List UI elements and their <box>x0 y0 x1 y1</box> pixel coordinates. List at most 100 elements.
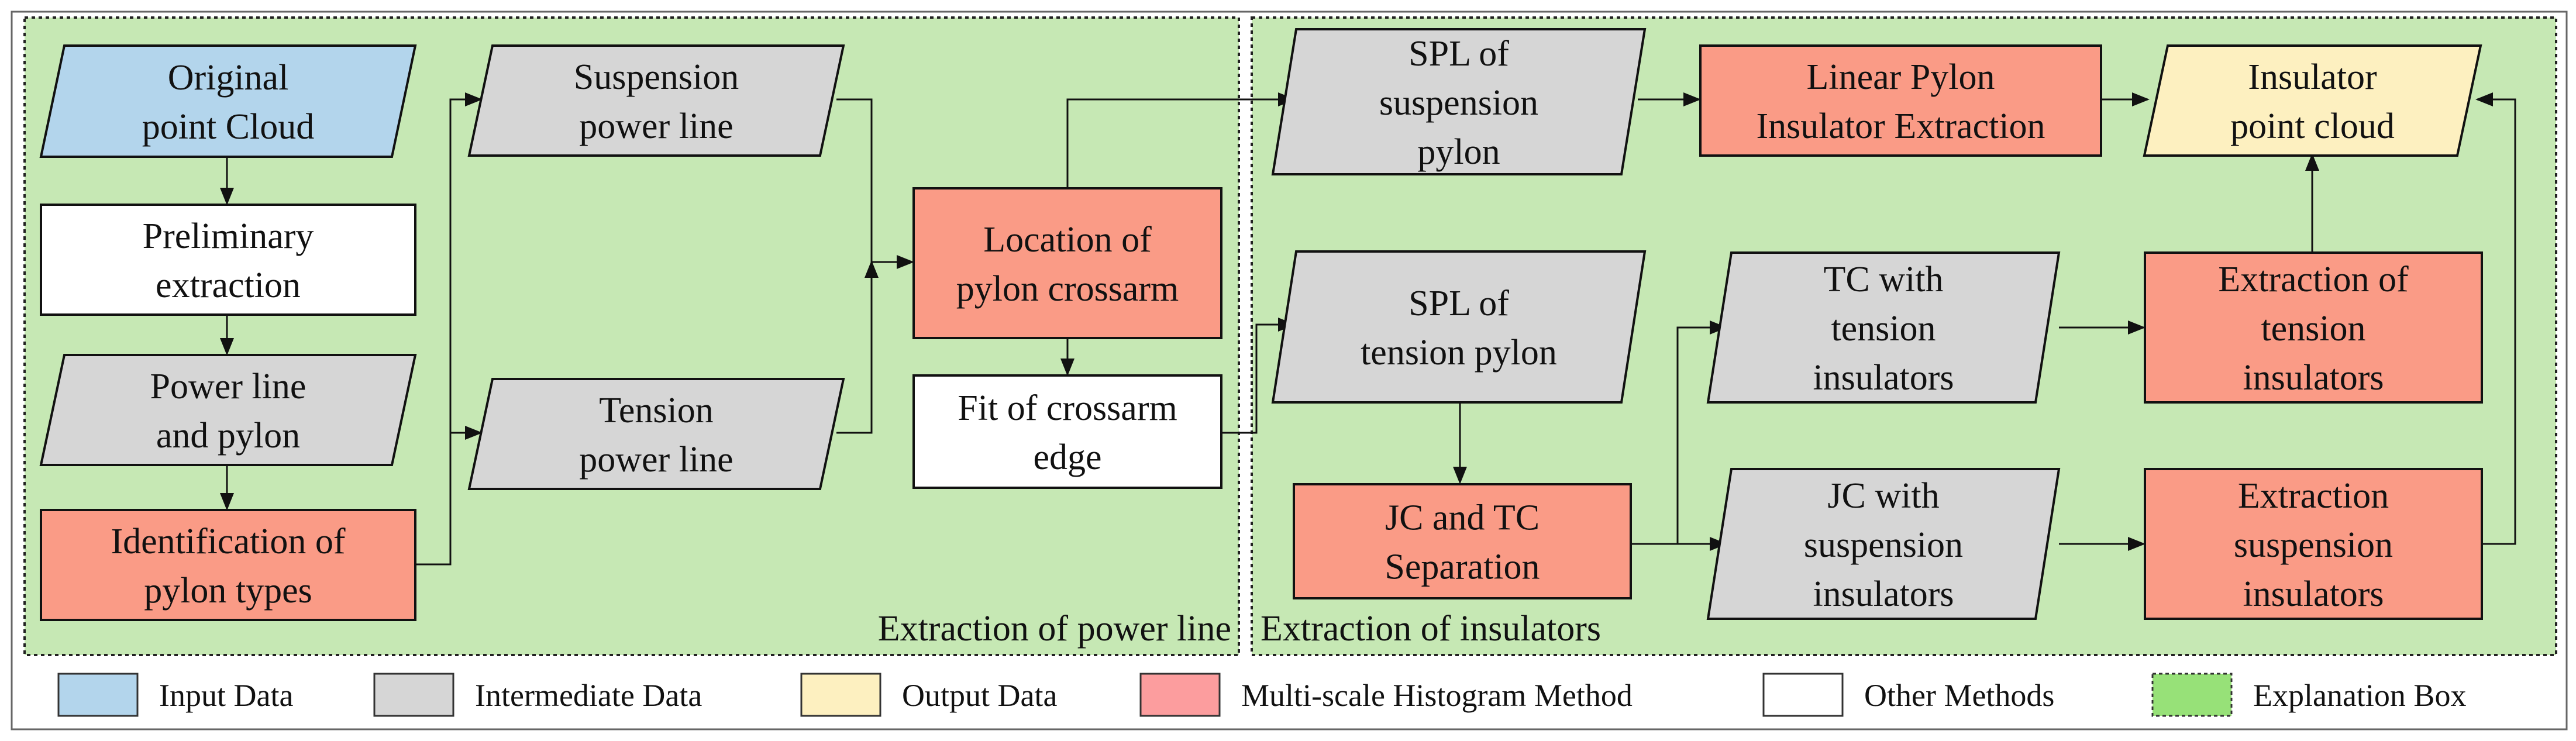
node-label-line: edge <box>1033 437 1101 477</box>
node-label-line: JC with <box>1827 476 1939 516</box>
node-label-line: insulators <box>2243 574 2384 614</box>
node-label-line: Identification of <box>111 522 345 561</box>
node-label-line: extraction <box>156 266 301 305</box>
node-shape <box>39 354 417 466</box>
node-label-line: suspension <box>2234 525 2393 565</box>
node-spl-suspension: SPL of suspension pylon <box>1271 28 1647 175</box>
node-jc-tc: JC and TC Separation <box>1293 483 1632 599</box>
node-insulator-cloud: Insulator point cloud <box>2143 44 2482 157</box>
node-label-line: Separation <box>1385 547 1540 587</box>
node-shape <box>1706 251 2061 404</box>
node-label-line: Linear Pylon <box>1807 57 1995 97</box>
legend-swatch <box>2151 673 2233 717</box>
legend-item-intermediate: Intermediate Data <box>373 673 702 717</box>
node-fit: Fit of crossarm edge <box>912 374 1222 489</box>
node-location: Location of pylon crossarm <box>912 187 1222 339</box>
node-shape <box>40 509 416 621</box>
node-label-line: Original <box>168 58 289 98</box>
node-label-line: insulators <box>1813 358 1954 398</box>
legend-item-explanation: Explanation Box <box>2151 673 2466 717</box>
legend-label: Intermediate Data <box>475 678 702 713</box>
legend-item-input: Input Data <box>57 673 293 717</box>
node-label-line: SPL of <box>1408 284 1509 323</box>
legend-swatch <box>1139 673 1221 717</box>
node-label-line: pylon <box>1417 132 1500 172</box>
node-label-line: Suspension <box>574 57 739 97</box>
legend-label: Other Methods <box>1864 678 2054 713</box>
node-shape <box>2143 44 2482 157</box>
legend-label: Multi-scale Histogram Method <box>1241 678 1633 713</box>
node-label-line: point Cloud <box>142 107 315 147</box>
node-label-line: Preliminary <box>143 216 314 256</box>
edge-suspension-to-location <box>836 98 914 269</box>
node-label-line: pylon types <box>144 571 312 611</box>
legend-label: Output Data <box>902 678 1057 713</box>
node-shape <box>39 44 417 158</box>
node-tc-tension: TC with tension insulators <box>1706 251 2061 404</box>
node-label-line: Location of <box>983 220 1152 260</box>
region-power-line-label: Extraction of power line <box>878 609 1231 649</box>
node-label-line: insulators <box>2243 358 2384 398</box>
node-ext-tension: Extraction of tension insulators <box>2144 251 2483 404</box>
legend-item-other: Other Methods <box>1762 673 2054 717</box>
legend-label: Input Data <box>159 678 293 713</box>
edge-fit-to-spl-tension <box>1221 318 1296 434</box>
node-label-line: Extraction of <box>2218 260 2409 299</box>
node-original: Original point Cloud <box>39 44 417 158</box>
node-label-line: power line <box>579 106 733 146</box>
legend-label: Explanation Box <box>2253 678 2466 713</box>
node-preliminary: Preliminary extraction <box>40 204 416 316</box>
node-label-line: suspension <box>1379 83 1538 123</box>
legend-item-multiscale: Multi-scale Histogram Method <box>1139 673 1633 717</box>
node-shape <box>1706 468 2061 620</box>
node-shape <box>912 187 1222 339</box>
node-shape <box>2144 468 2483 620</box>
node-label-line: tension <box>1831 309 1936 349</box>
outer-frame <box>11 11 2568 730</box>
region-insulators-label: Extraction of insulators <box>1261 609 1601 649</box>
node-label-line: Fit of crossarm <box>958 388 1177 428</box>
node-label-line: JC and TC <box>1385 498 1540 538</box>
edge-ext-suspension-to-insulator-cloud <box>2475 92 2516 545</box>
node-label-line: power line <box>579 440 733 480</box>
node-label-line: Insulator <box>2248 57 2377 97</box>
node-label-line: Extraction <box>2238 476 2389 516</box>
node-shape <box>467 44 845 157</box>
node-label-line: and pylon <box>156 416 300 456</box>
node-shape <box>1293 483 1632 599</box>
legend-item-output: Output Data <box>800 673 1057 717</box>
edge-identification-to-suspension <box>415 92 483 566</box>
node-label-line: tension <box>2261 309 2365 349</box>
edge-jctc-to-tc-tension <box>1631 320 1727 545</box>
legend: Input Data Intermediate Data Output Data Mu… <box>57 673 2466 717</box>
node-label-line: TC with <box>1824 260 1944 299</box>
edge-location-to-spl-suspension <box>1066 92 1296 187</box>
legend-swatch <box>1762 673 1844 717</box>
node-shape <box>1271 250 1647 404</box>
edges <box>220 92 2516 566</box>
node-label-line: Insulator Extraction <box>1756 106 2045 146</box>
legend-swatch <box>57 673 139 717</box>
node-label-line: Tension <box>599 391 713 430</box>
node-label-line: SPL of <box>1408 34 1509 74</box>
node-shape <box>2144 251 2483 404</box>
node-tension: Tension power line <box>467 378 845 490</box>
node-ext-suspension: Extraction suspension insulators <box>2144 468 2483 620</box>
node-shape <box>467 378 845 490</box>
node-shape <box>1699 44 2102 157</box>
edge-tension-to-location <box>836 260 879 434</box>
node-label-line: pylon crossarm <box>956 269 1179 309</box>
node-shape <box>912 374 1222 489</box>
legend-swatch <box>373 673 454 717</box>
node-label-line: insulators <box>1813 574 1954 614</box>
node-label-line: point cloud <box>2230 106 2395 146</box>
node-suspension: Suspension power line <box>467 44 845 157</box>
legend-swatch <box>800 673 881 717</box>
node-shape <box>1271 28 1647 175</box>
